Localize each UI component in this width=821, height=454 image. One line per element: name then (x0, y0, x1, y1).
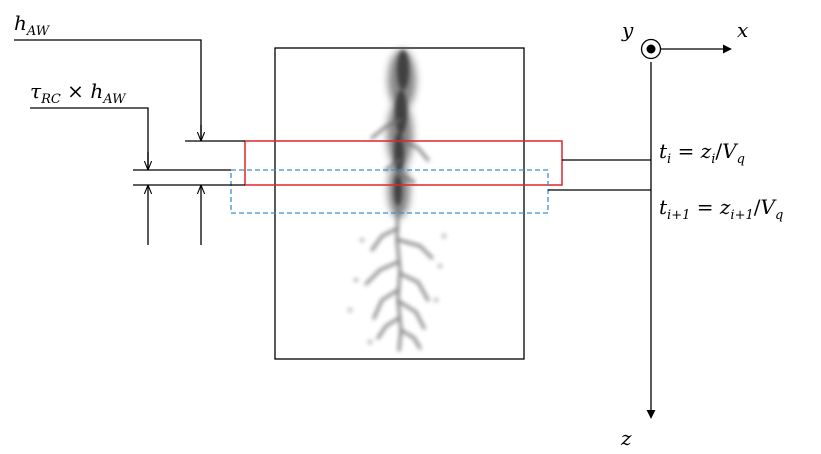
current-window-rect (244, 140, 563, 186)
h-aw-label: hAW (14, 11, 51, 39)
tau-rc-h-aw-label: τRC × hAW (30, 79, 127, 107)
t-i1-label: ti+1 = zi+1/Vq (659, 195, 783, 223)
tau-leader (30, 107, 149, 170)
t-i-label: ti = zi/Vq (659, 139, 745, 167)
x-axis-label: x (737, 18, 748, 42)
crack-image (348, 50, 446, 352)
y-axis-dot-icon (646, 44, 656, 54)
next-window-rect (230, 169, 549, 214)
z-axis-label: z (620, 426, 632, 450)
h-aw-leader (14, 39, 202, 140)
y-axis-label: y (621, 18, 634, 42)
